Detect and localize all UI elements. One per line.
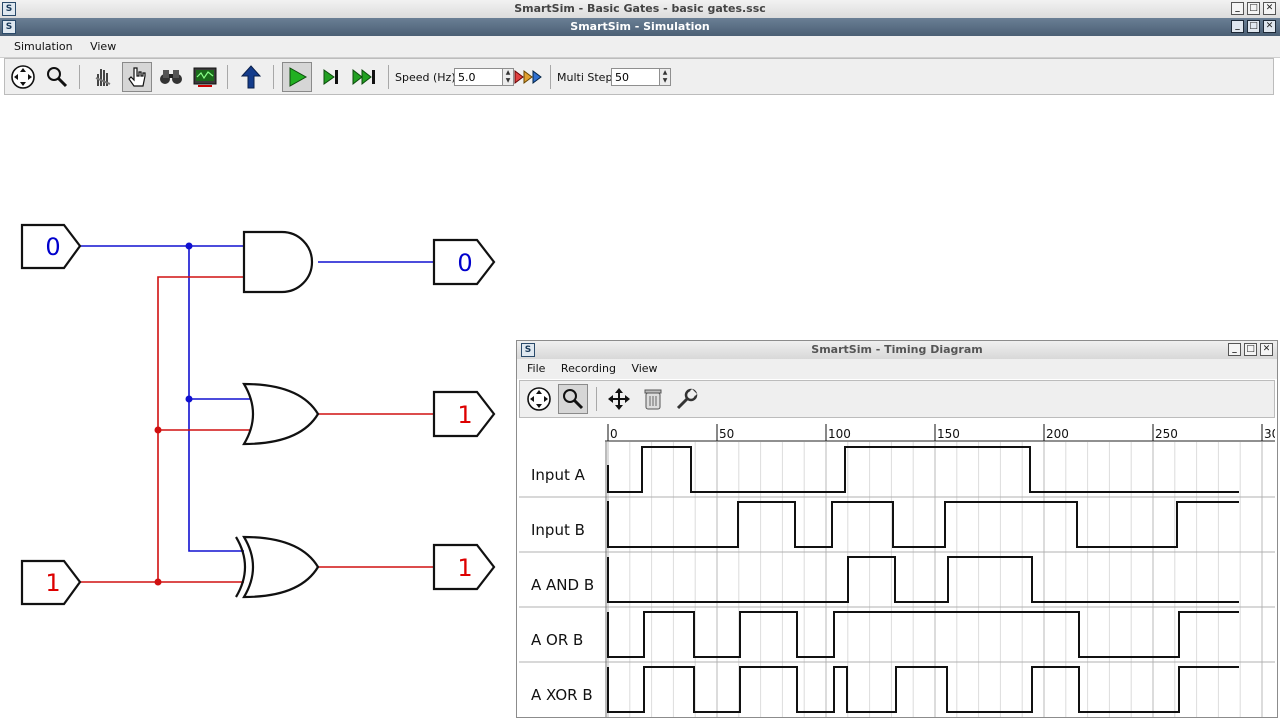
junction-b2 <box>154 578 162 586</box>
run-button[interactable] <box>282 62 312 92</box>
and-gate[interactable] <box>242 230 314 294</box>
waveform-input-a <box>607 446 1239 493</box>
fast-forward-button[interactable] <box>350 62 380 92</box>
outer-window-title: SmartSim - Basic Gates - basic gates.ssc <box>514 2 766 15</box>
or-gate[interactable] <box>242 382 320 446</box>
ruler-label-100: 100 <box>828 427 851 441</box>
multistep-input[interactable]: 50 ▲▼ <box>611 68 671 86</box>
circuit-canvas[interactable]: 0 1 0 1 1 <box>0 96 1280 720</box>
output-or-node[interactable] <box>432 390 496 438</box>
timing-ruler: 0 50 100 150 200 250 30 <box>607 424 1275 441</box>
menu-bar: Simulation View <box>0 36 1280 58</box>
junction-a2 <box>185 395 193 403</box>
signal-label-and: A AND B <box>531 576 595 594</box>
move-icon[interactable] <box>604 384 634 414</box>
timing-window[interactable]: S SmartSim - Timing Diagram _ □ ✕ File R… <box>516 340 1278 718</box>
timing-title-bar[interactable]: S SmartSim - Timing Diagram _ □ ✕ <box>517 341 1277 360</box>
signal-label-or: A OR B <box>531 631 584 649</box>
timing-body[interactable]: 0 50 100 150 200 250 30 <box>519 419 1275 717</box>
close-button[interactable]: ✕ <box>1260 343 1273 356</box>
sim-window-controls: _ □ ✕ <box>1231 20 1276 33</box>
waveform-input-b <box>607 501 1239 548</box>
pan-icon[interactable] <box>8 62 38 92</box>
app-icon: S <box>2 2 16 16</box>
sim-window-title: SmartSim - Simulation <box>570 20 710 33</box>
multi-step-run-button[interactable] <box>513 62 543 92</box>
multistep-spinner-arrows[interactable]: ▲▼ <box>659 69 670 85</box>
ruler-label-250: 250 <box>1155 427 1178 441</box>
output-xor-value: 1 <box>457 554 472 582</box>
ruler-label-300: 30 <box>1264 427 1275 441</box>
xor-gate[interactable] <box>235 535 320 599</box>
waveform-and <box>607 556 1239 603</box>
junction-a1 <box>185 242 193 250</box>
multistep-value: 50 <box>615 71 629 84</box>
waveform-or <box>607 611 1239 658</box>
waveform-xor <box>607 666 1239 713</box>
pan-icon[interactable] <box>524 384 554 414</box>
output-xor-node[interactable] <box>432 543 496 591</box>
up-arrow-icon[interactable] <box>236 62 266 92</box>
waveforms <box>607 446 1239 713</box>
zoom-icon[interactable] <box>558 384 588 414</box>
maximize-button[interactable]: □ <box>1247 2 1260 15</box>
app-icon: S <box>521 343 535 357</box>
hand-pointer-icon[interactable] <box>122 62 152 92</box>
wire-input-a[interactable] <box>80 245 250 552</box>
oscilloscope-icon[interactable] <box>190 62 220 92</box>
maximize-button[interactable]: □ <box>1244 343 1257 356</box>
wire-input-b[interactable] <box>80 276 250 583</box>
menu-view[interactable]: View <box>90 40 117 53</box>
timing-svg: 0 50 100 150 200 250 30 <box>519 424 1275 717</box>
close-button[interactable]: ✕ <box>1263 20 1276 33</box>
outer-title-bar[interactable]: S SmartSim - Basic Gates - basic gates.s… <box>0 0 1280 19</box>
menu-view[interactable]: View <box>631 362 658 375</box>
binoculars-icon[interactable] <box>156 62 186 92</box>
timing-grid <box>607 442 1263 717</box>
ruler-label-50: 50 <box>719 427 734 441</box>
sim-title-bar[interactable]: S SmartSim - Simulation _ □ ✕ <box>0 18 1280 36</box>
menu-file[interactable]: File <box>527 362 546 375</box>
ruler-label-150: 150 <box>937 427 960 441</box>
wrench-icon[interactable] <box>672 384 702 414</box>
minimize-button[interactable]: _ <box>1228 343 1241 356</box>
signal-label-input-b: Input B <box>531 521 585 539</box>
junction-b1 <box>154 426 162 434</box>
menu-recording[interactable]: Recording <box>560 362 616 375</box>
app-icon: S <box>2 20 16 34</box>
input-b-node[interactable] <box>20 559 82 606</box>
minimize-button[interactable]: _ <box>1231 2 1244 15</box>
maximize-button[interactable]: □ <box>1247 20 1260 33</box>
outer-window-controls: _ □ ✕ <box>1231 2 1276 15</box>
minimize-button[interactable]: _ <box>1231 20 1244 33</box>
signal-label-xor: A XOR B <box>531 686 593 704</box>
ruler-label-0: 0 <box>610 427 618 441</box>
output-and-node[interactable] <box>432 238 496 286</box>
zoom-icon[interactable] <box>42 62 72 92</box>
row-separators <box>519 496 1275 663</box>
speed-input[interactable]: 5.0 ▲▼ <box>454 68 514 86</box>
close-button[interactable]: ✕ <box>1263 2 1276 15</box>
timing-toolbar <box>519 380 1275 418</box>
timing-window-controls: _ □ ✕ <box>1228 343 1273 356</box>
input-b-value: 1 <box>45 569 60 597</box>
timing-window-title: SmartSim - Timing Diagram <box>811 343 983 356</box>
sim-toolbar: Speed (Hz): 5.0 ▲▼ Multi Step: 50 ▲▼ <box>4 58 1274 95</box>
multistep-label: Multi Step: <box>557 71 617 84</box>
step-button[interactable] <box>316 62 346 92</box>
trash-icon[interactable] <box>638 384 668 414</box>
hand-select-icon[interactable] <box>88 62 118 92</box>
input-a-value: 0 <box>45 233 60 261</box>
signal-label-input-a: Input A <box>531 466 585 484</box>
speed-label: Speed (Hz): <box>395 71 460 84</box>
output-or-value: 1 <box>457 401 472 429</box>
output-and-value: 0 <box>457 249 472 277</box>
speed-value: 5.0 <box>458 71 476 84</box>
input-a-node[interactable] <box>20 223 82 270</box>
ruler-label-200: 200 <box>1046 427 1069 441</box>
circuit-svg: 0 1 0 1 1 <box>20 223 496 606</box>
menu-simulation[interactable]: Simulation <box>14 40 73 53</box>
timing-menu-bar: File Recording View <box>517 359 1277 379</box>
speed-spinner-arrows[interactable]: ▲▼ <box>502 69 513 85</box>
